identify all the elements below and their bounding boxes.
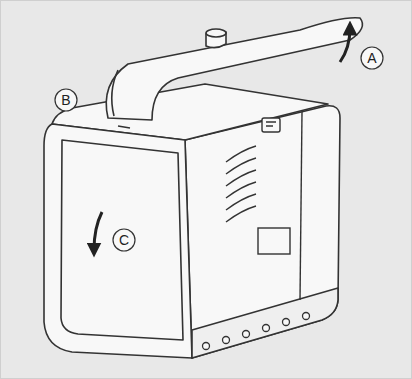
callout-letter: A bbox=[361, 47, 383, 69]
callout-letter: C bbox=[113, 229, 135, 251]
callout-letter: B bbox=[55, 89, 77, 111]
